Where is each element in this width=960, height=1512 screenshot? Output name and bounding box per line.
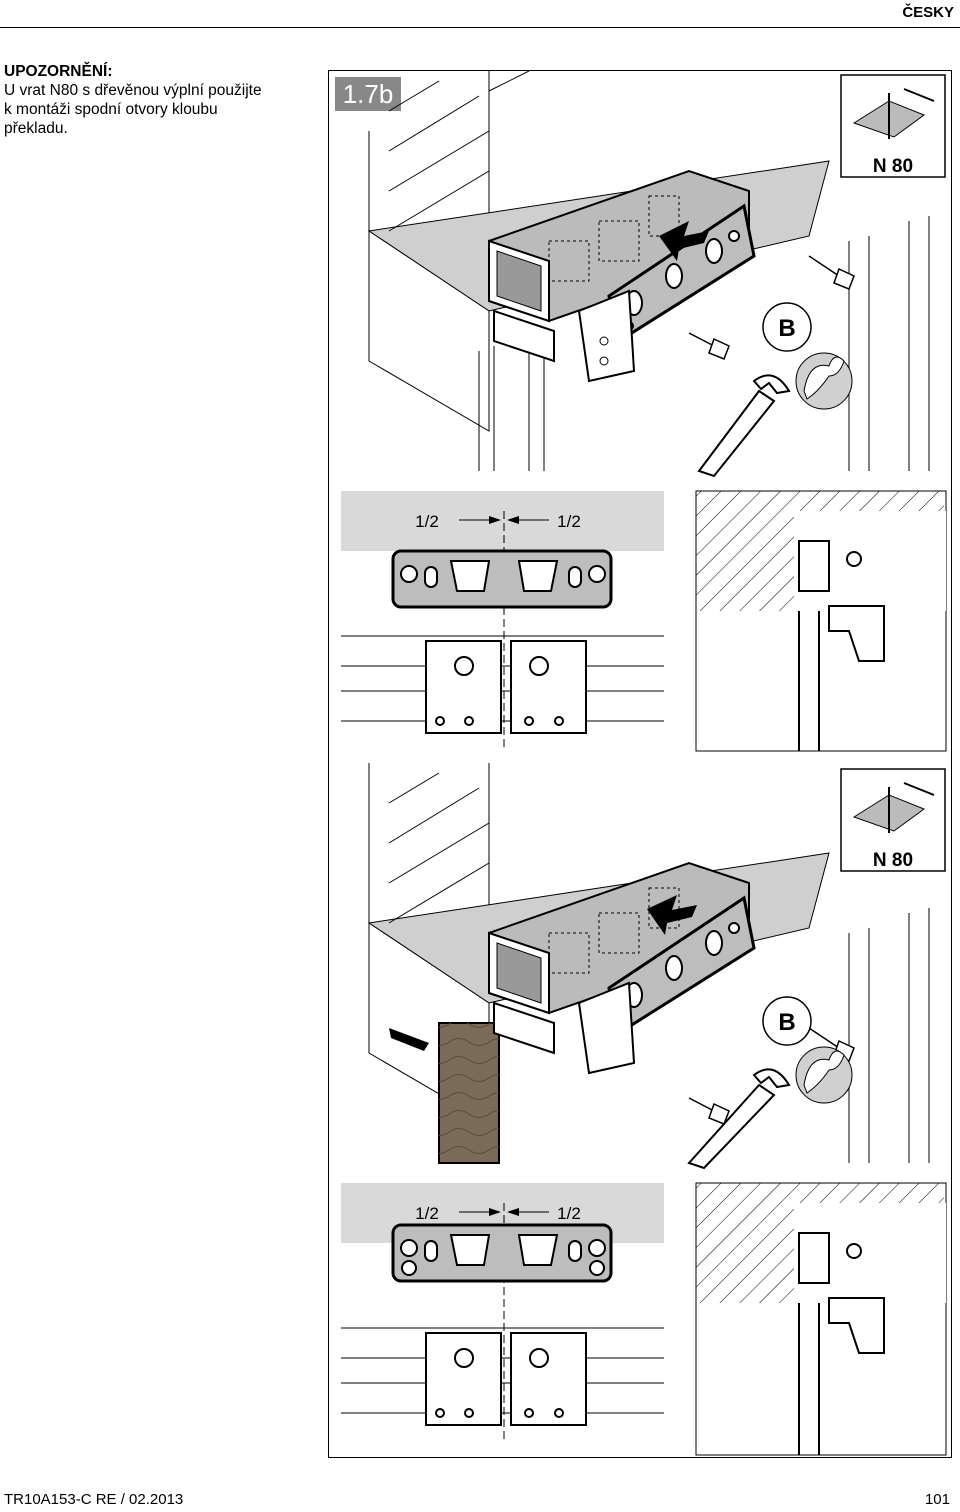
header-rule <box>0 27 960 28</box>
force-icon-bottom <box>795 1046 853 1104</box>
bottom-perspective-view: B N 80 <box>367 763 946 1170</box>
model-label-top: N 80 <box>873 156 913 177</box>
half-left-bottom: 1/2 <box>415 1204 439 1223</box>
wrench-icon-bottom <box>687 1068 791 1170</box>
bottom-side-section <box>695 1182 947 1456</box>
half-right-bottom: 1/2 <box>557 1204 581 1223</box>
half-left-top: 1/2 <box>415 512 439 531</box>
screw-label-bottom: B <box>778 1009 795 1036</box>
top-perspective-view: 1.7b <box>335 71 946 478</box>
installation-figure: 1.7b <box>328 70 952 1458</box>
screw-top-left <box>688 332 730 360</box>
force-icon <box>795 352 853 410</box>
warning-title: UPOZORNĚNÍ: <box>4 63 113 80</box>
screw-label-top: B <box>778 315 795 342</box>
n80-inset-top: N 80 <box>840 74 946 178</box>
warning-note: UPOZORNĚNÍ: U vrat N80 s dřevěnou výplní… <box>4 62 304 138</box>
document-code: TR10A153-C RE / 02.2013 <box>4 1491 184 1508</box>
top-side-section <box>695 490 947 752</box>
warning-line-1: U vrat N80 s dřevěnou výplní použijte <box>4 82 262 99</box>
half-right-top: 1/2 <box>557 512 581 531</box>
warning-line-3: překladu. <box>4 120 68 137</box>
screw-top-right <box>808 255 855 290</box>
bottom-front-view: 1/2 1/2 <box>341 1183 664 1443</box>
step-label: 1.7b <box>343 79 394 109</box>
wrench-icon <box>697 374 791 478</box>
model-label-bottom: N 80 <box>873 850 913 871</box>
page-number: 101 <box>924 1491 950 1508</box>
language-label: ČESKY <box>902 4 954 21</box>
top-front-view: 1/2 1/2 <box>341 491 664 751</box>
warning-line-2: k montáži spodní otvory kloubu <box>4 101 218 118</box>
n80-inset-bottom: N 80 <box>840 768 946 872</box>
